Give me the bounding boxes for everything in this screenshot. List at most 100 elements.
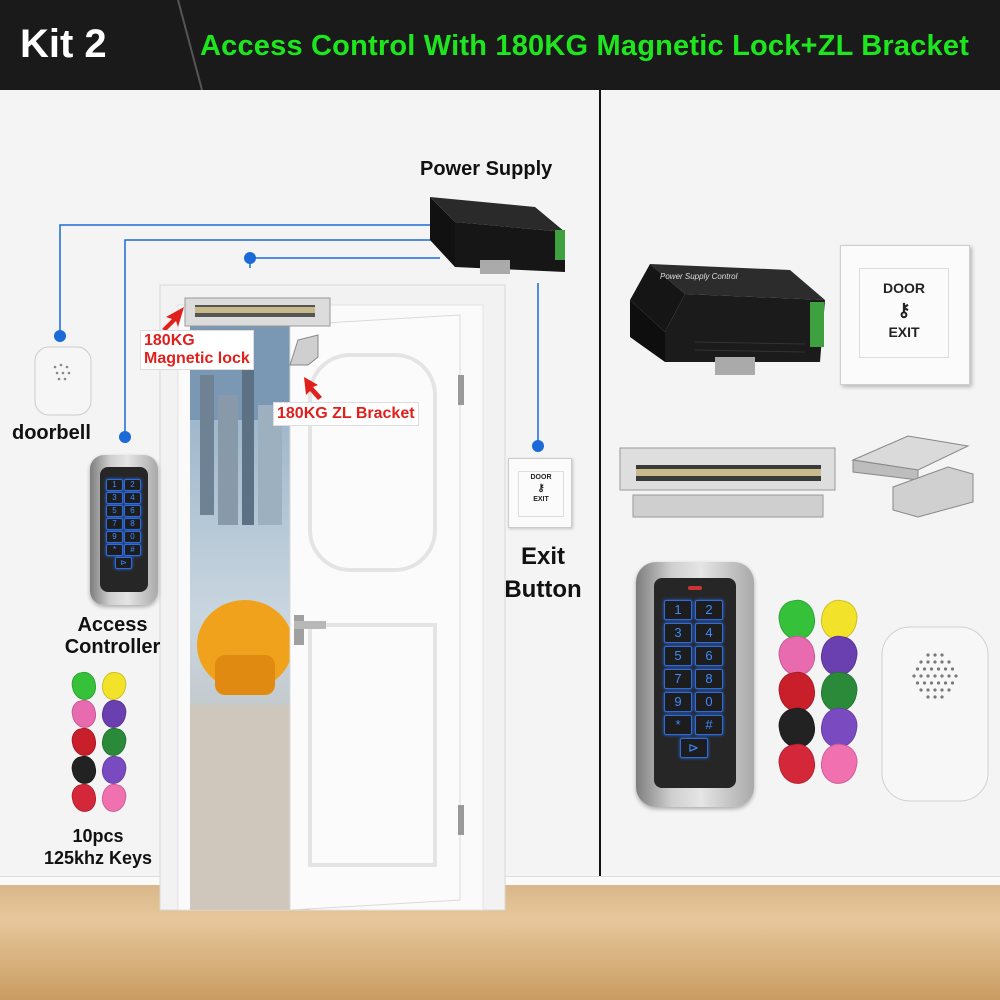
exit-button-small-image: DOOR ⚷ EXIT — [508, 458, 572, 528]
speaker-hole — [940, 660, 944, 664]
keys-label-line2: 125khz Keys — [43, 848, 153, 868]
exit-small-text-door: DOOR — [530, 474, 552, 481]
exit-button-large-image: DOOR ⚷ EXIT — [840, 245, 970, 385]
exit-large-text-door: DOOR — [883, 280, 925, 296]
speaker-hole — [929, 667, 934, 671]
keypad-led — [688, 586, 702, 590]
access-controller-label-line2: Controller — [64, 636, 161, 658]
keys-label-line1: 10pcs — [72, 826, 124, 846]
speaker-hole — [933, 674, 937, 678]
key-fob — [69, 697, 99, 731]
controller-wire-dot — [119, 431, 131, 443]
keypad-key: * — [664, 715, 692, 735]
panel-divider — [599, 90, 601, 885]
access-controller-label: Access Controller — [55, 614, 170, 658]
zl-bracket-label: 180KG ZL Bracket — [273, 402, 419, 426]
keypad-key: 8 — [124, 518, 141, 530]
keypad-key: # — [695, 715, 723, 735]
exit-wire-dot — [532, 440, 544, 452]
keypad-key: 9 — [106, 531, 123, 543]
speaker-hole — [915, 667, 920, 671]
key-large-icon: ⚷ — [897, 300, 911, 320]
exit-button-label-line1: Exit — [520, 543, 565, 570]
keys-label: 10pcs 125khz Keys — [28, 825, 168, 869]
key-fobs-small-image — [68, 669, 148, 822]
speaker-hole — [940, 653, 944, 657]
header-title: Access Control With 180KG Magnetic Lock+… — [200, 30, 970, 62]
speaker-hole — [947, 688, 951, 692]
keypad-key: 3 — [664, 623, 692, 643]
speaker-hole — [943, 667, 948, 671]
key-fob — [99, 669, 129, 703]
keypad-key: 1 — [664, 600, 692, 620]
speaker-hole — [933, 660, 937, 664]
magnetic-lock-image — [184, 297, 331, 327]
speaker-hole — [919, 688, 923, 692]
kit-label: Kit 2 — [20, 22, 107, 66]
exit-button-label-line2: Button — [504, 576, 582, 603]
power-supply-image — [430, 197, 565, 274]
doorbell-wire-dot — [54, 330, 66, 342]
speaker-hole — [926, 653, 930, 657]
bracket-arrow-icon — [304, 377, 322, 400]
zl-bracket-small-image — [289, 334, 319, 366]
zl-bracket-large-image — [851, 435, 974, 518]
keypad-key: 4 — [124, 492, 141, 504]
keypad-key: 6 — [695, 646, 723, 666]
speaker-hole — [950, 681, 955, 685]
speaker-hole — [947, 674, 951, 678]
keypad-key: 4 — [695, 623, 723, 643]
key-fob — [99, 781, 129, 815]
magnetic-lock-label-line1: 180KG — [144, 332, 195, 349]
speaker-hole — [919, 660, 923, 664]
access-controller-label-line1: Access — [77, 614, 148, 636]
speaker-hole — [954, 674, 958, 678]
door-scene — [159, 284, 506, 911]
key-fob — [99, 725, 129, 759]
speaker-hole — [915, 681, 920, 685]
speaker-hole — [940, 695, 944, 699]
speaker-hole — [922, 681, 927, 685]
lock-wire-dot — [244, 252, 256, 264]
speaker-hole — [940, 674, 944, 678]
key-fob — [69, 753, 99, 787]
exit-small-text-exit: EXIT — [533, 496, 549, 503]
key-icon: ⚷ — [537, 483, 545, 494]
speaker-hole — [926, 688, 930, 692]
magnetic-lock-large-image — [619, 447, 836, 518]
key-fob — [69, 669, 99, 703]
header-divider — [177, 0, 203, 91]
speaker-hole — [947, 660, 951, 664]
keypad-key: 7 — [106, 518, 123, 530]
speaker-hole — [926, 660, 930, 664]
speaker-hole — [940, 688, 944, 692]
keypad-key: * — [106, 544, 123, 556]
power-supply-large-image — [630, 264, 825, 375]
power-supply-label: Power Supply — [420, 158, 553, 180]
speaker-hole — [943, 681, 948, 685]
header-bar — [0, 0, 1000, 90]
doorbell-label: doorbell — [12, 422, 91, 444]
key-fob — [99, 753, 129, 787]
lock-arrow-icon — [162, 307, 184, 331]
keypad-bell-key: ⊳ — [115, 557, 132, 569]
keypad-key: 7 — [664, 669, 692, 689]
key-fob — [775, 740, 819, 788]
speaker-hole — [912, 674, 916, 678]
speaker-hole — [950, 667, 955, 671]
speaker-hole — [936, 681, 941, 685]
keypad-key: 2 — [124, 479, 141, 491]
keypad-key: 5 — [106, 505, 123, 517]
keypad-key: 5 — [664, 646, 692, 666]
speaker-hole — [933, 653, 937, 657]
speaker-hole — [929, 681, 934, 685]
key-fob — [69, 781, 99, 815]
doorbell-large-image — [881, 626, 989, 802]
exit-large-text-exit: EXIT — [888, 324, 920, 340]
speaker-hole — [933, 695, 937, 699]
key-fobs-large-image — [775, 596, 875, 800]
speaker-hole — [933, 688, 937, 692]
key-fob — [99, 697, 129, 731]
